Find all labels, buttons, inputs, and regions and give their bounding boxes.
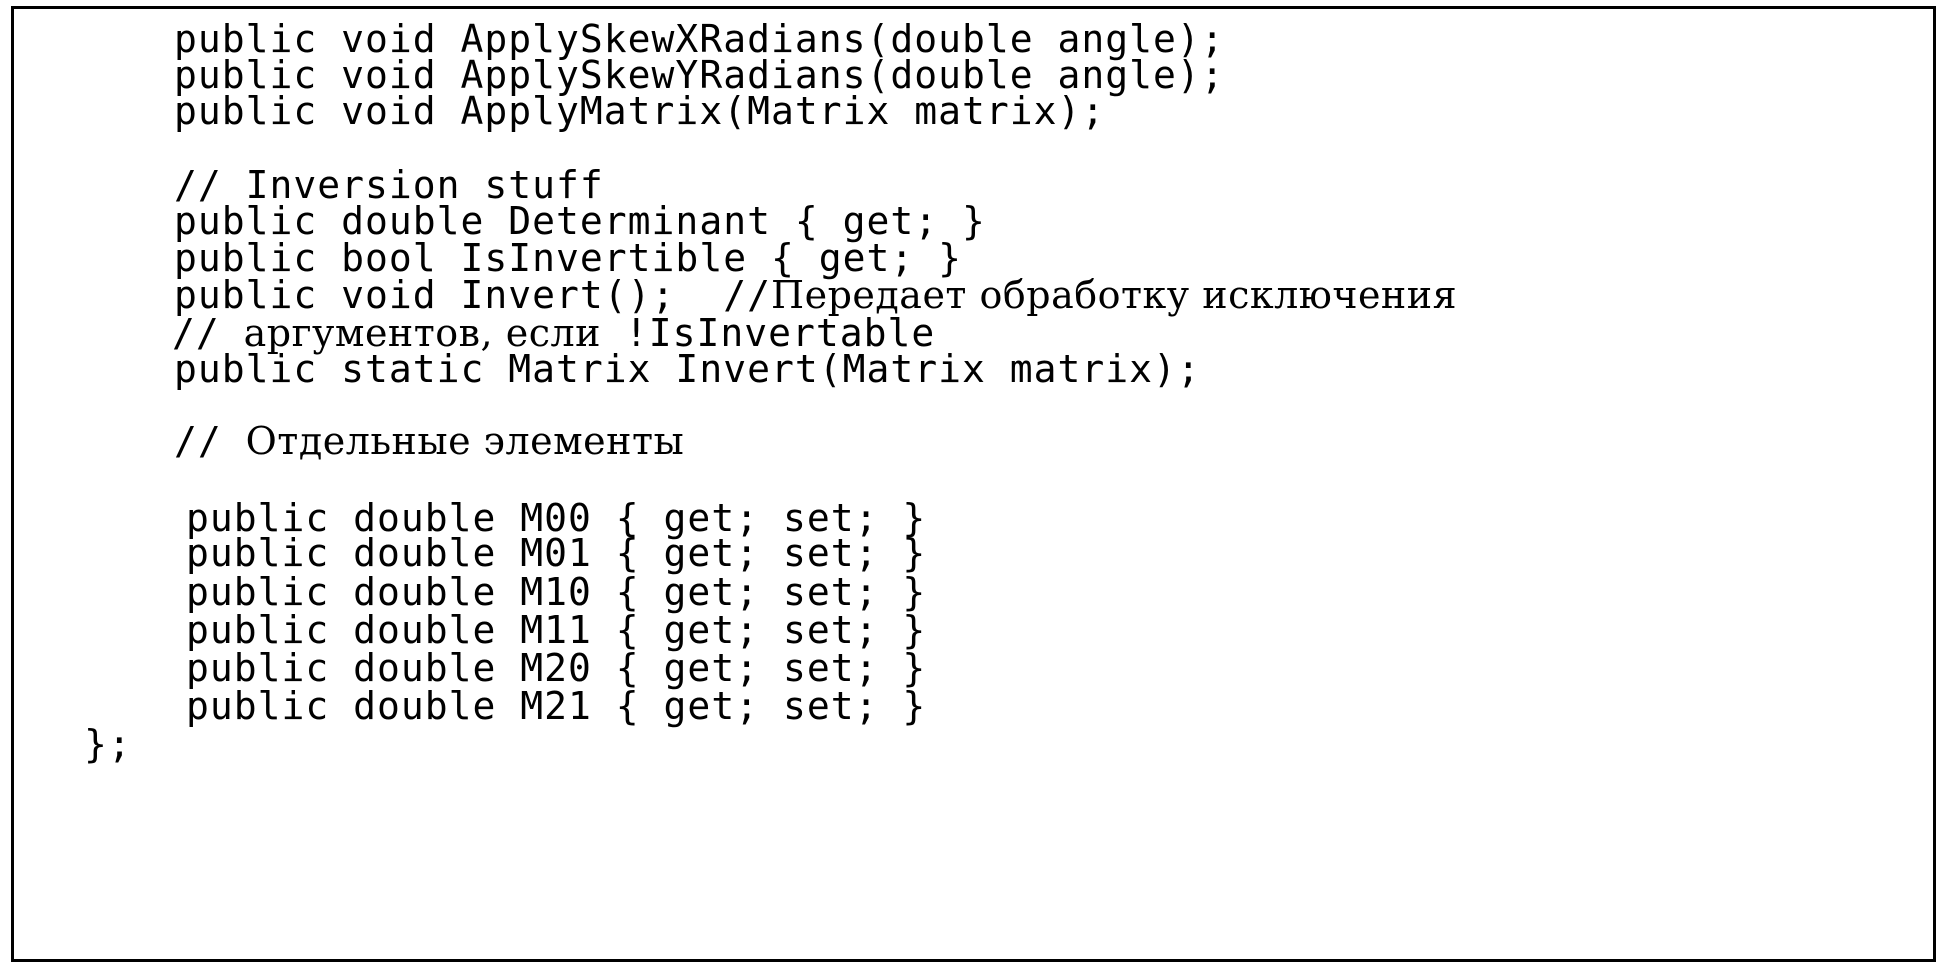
code-comment: Отдельные элементы	[246, 419, 685, 463]
code-line: public double M01 { get; set; }	[186, 531, 926, 575]
code-listing-frame: ▁ ▁▁ ▁▁▁ ▁ ▁▁ ▁▁ ▁ ▁▁▁ ▁ ▁▁ ▁ ▁▁▁ ▁ ▁ ▁ …	[11, 6, 1936, 962]
code-line: public void ApplyMatrix(Matrix matrix);	[174, 89, 1105, 133]
code-line: public double M21 { get; set; }	[186, 684, 926, 728]
comment-slashes: //	[174, 419, 246, 463]
code-line: public static Matrix Invert(Matrix matri…	[174, 347, 1201, 391]
code-line: };	[84, 722, 132, 766]
cropped-previous-line: ▁ ▁▁ ▁▁▁ ▁ ▁▁ ▁▁ ▁ ▁▁▁ ▁ ▁▁ ▁ ▁▁▁ ▁ ▁ ▁ …	[189, 6, 1389, 15]
code-line: // Отдельные элементы	[174, 419, 684, 463]
